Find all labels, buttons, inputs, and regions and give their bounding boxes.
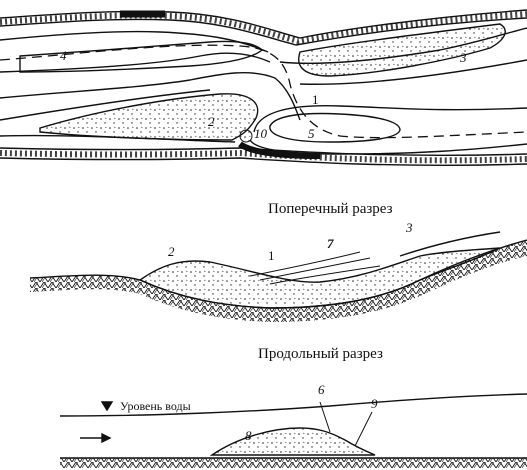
label-2: 2	[208, 114, 215, 129]
water-level-label: Уровень воды	[120, 399, 191, 413]
cross-section-caption: Поперечный разрез	[268, 201, 393, 217]
long-label-6: 6	[318, 382, 325, 397]
long-label-8: 8	[245, 428, 252, 443]
water-level-marker	[102, 402, 112, 410]
longitudinal-bar	[212, 428, 375, 455]
cross-section	[30, 232, 527, 322]
cross-label-7: 7	[327, 236, 334, 251]
longitudinal-caption: Продольный разрез	[258, 346, 383, 362]
cross-label-2: 2	[168, 244, 175, 259]
plan-view	[0, 10, 527, 165]
label-10: 10	[254, 126, 268, 141]
bar-2	[40, 94, 258, 140]
label-1: 1	[312, 92, 319, 107]
label-4: 4	[60, 48, 67, 63]
label-3: 3	[459, 50, 467, 65]
bottom-bank-outer	[0, 158, 527, 165]
label-5: 5	[308, 126, 315, 141]
bar-5	[270, 114, 400, 143]
long-label-9: 9	[371, 396, 378, 411]
cross-label-3: 3	[405, 220, 413, 235]
cross-label-1: 1	[268, 248, 275, 263]
bar-3	[299, 24, 505, 76]
